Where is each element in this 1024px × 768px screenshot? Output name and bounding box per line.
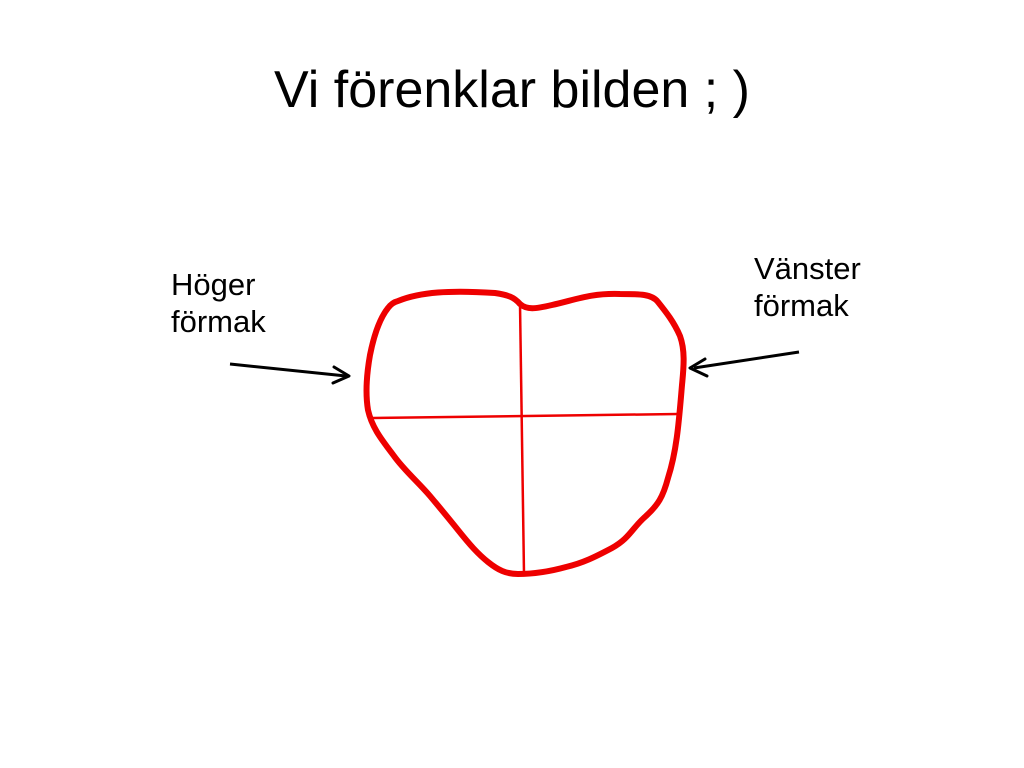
heart-horizontal-divider bbox=[372, 412, 679, 420]
heart-vertical-divider bbox=[518, 303, 526, 575]
heart-outline-icon bbox=[363, 288, 687, 577]
right-atrium-label-line2: förmak bbox=[171, 304, 266, 340]
left-atrium-label: Vänster förmak bbox=[754, 250, 861, 324]
left-atrium-label-line1: Vänster bbox=[754, 251, 861, 286]
right-atrium-label-line1: Höger bbox=[171, 267, 256, 302]
slide-title: Vi förenklar bilden ; ) bbox=[274, 61, 750, 119]
left-atrium-label-line2: förmak bbox=[754, 288, 849, 324]
arrow-right-icon bbox=[229, 362, 351, 385]
right-atrium-label: Höger förmak bbox=[171, 266, 266, 340]
arrow-left-icon bbox=[688, 350, 800, 378]
